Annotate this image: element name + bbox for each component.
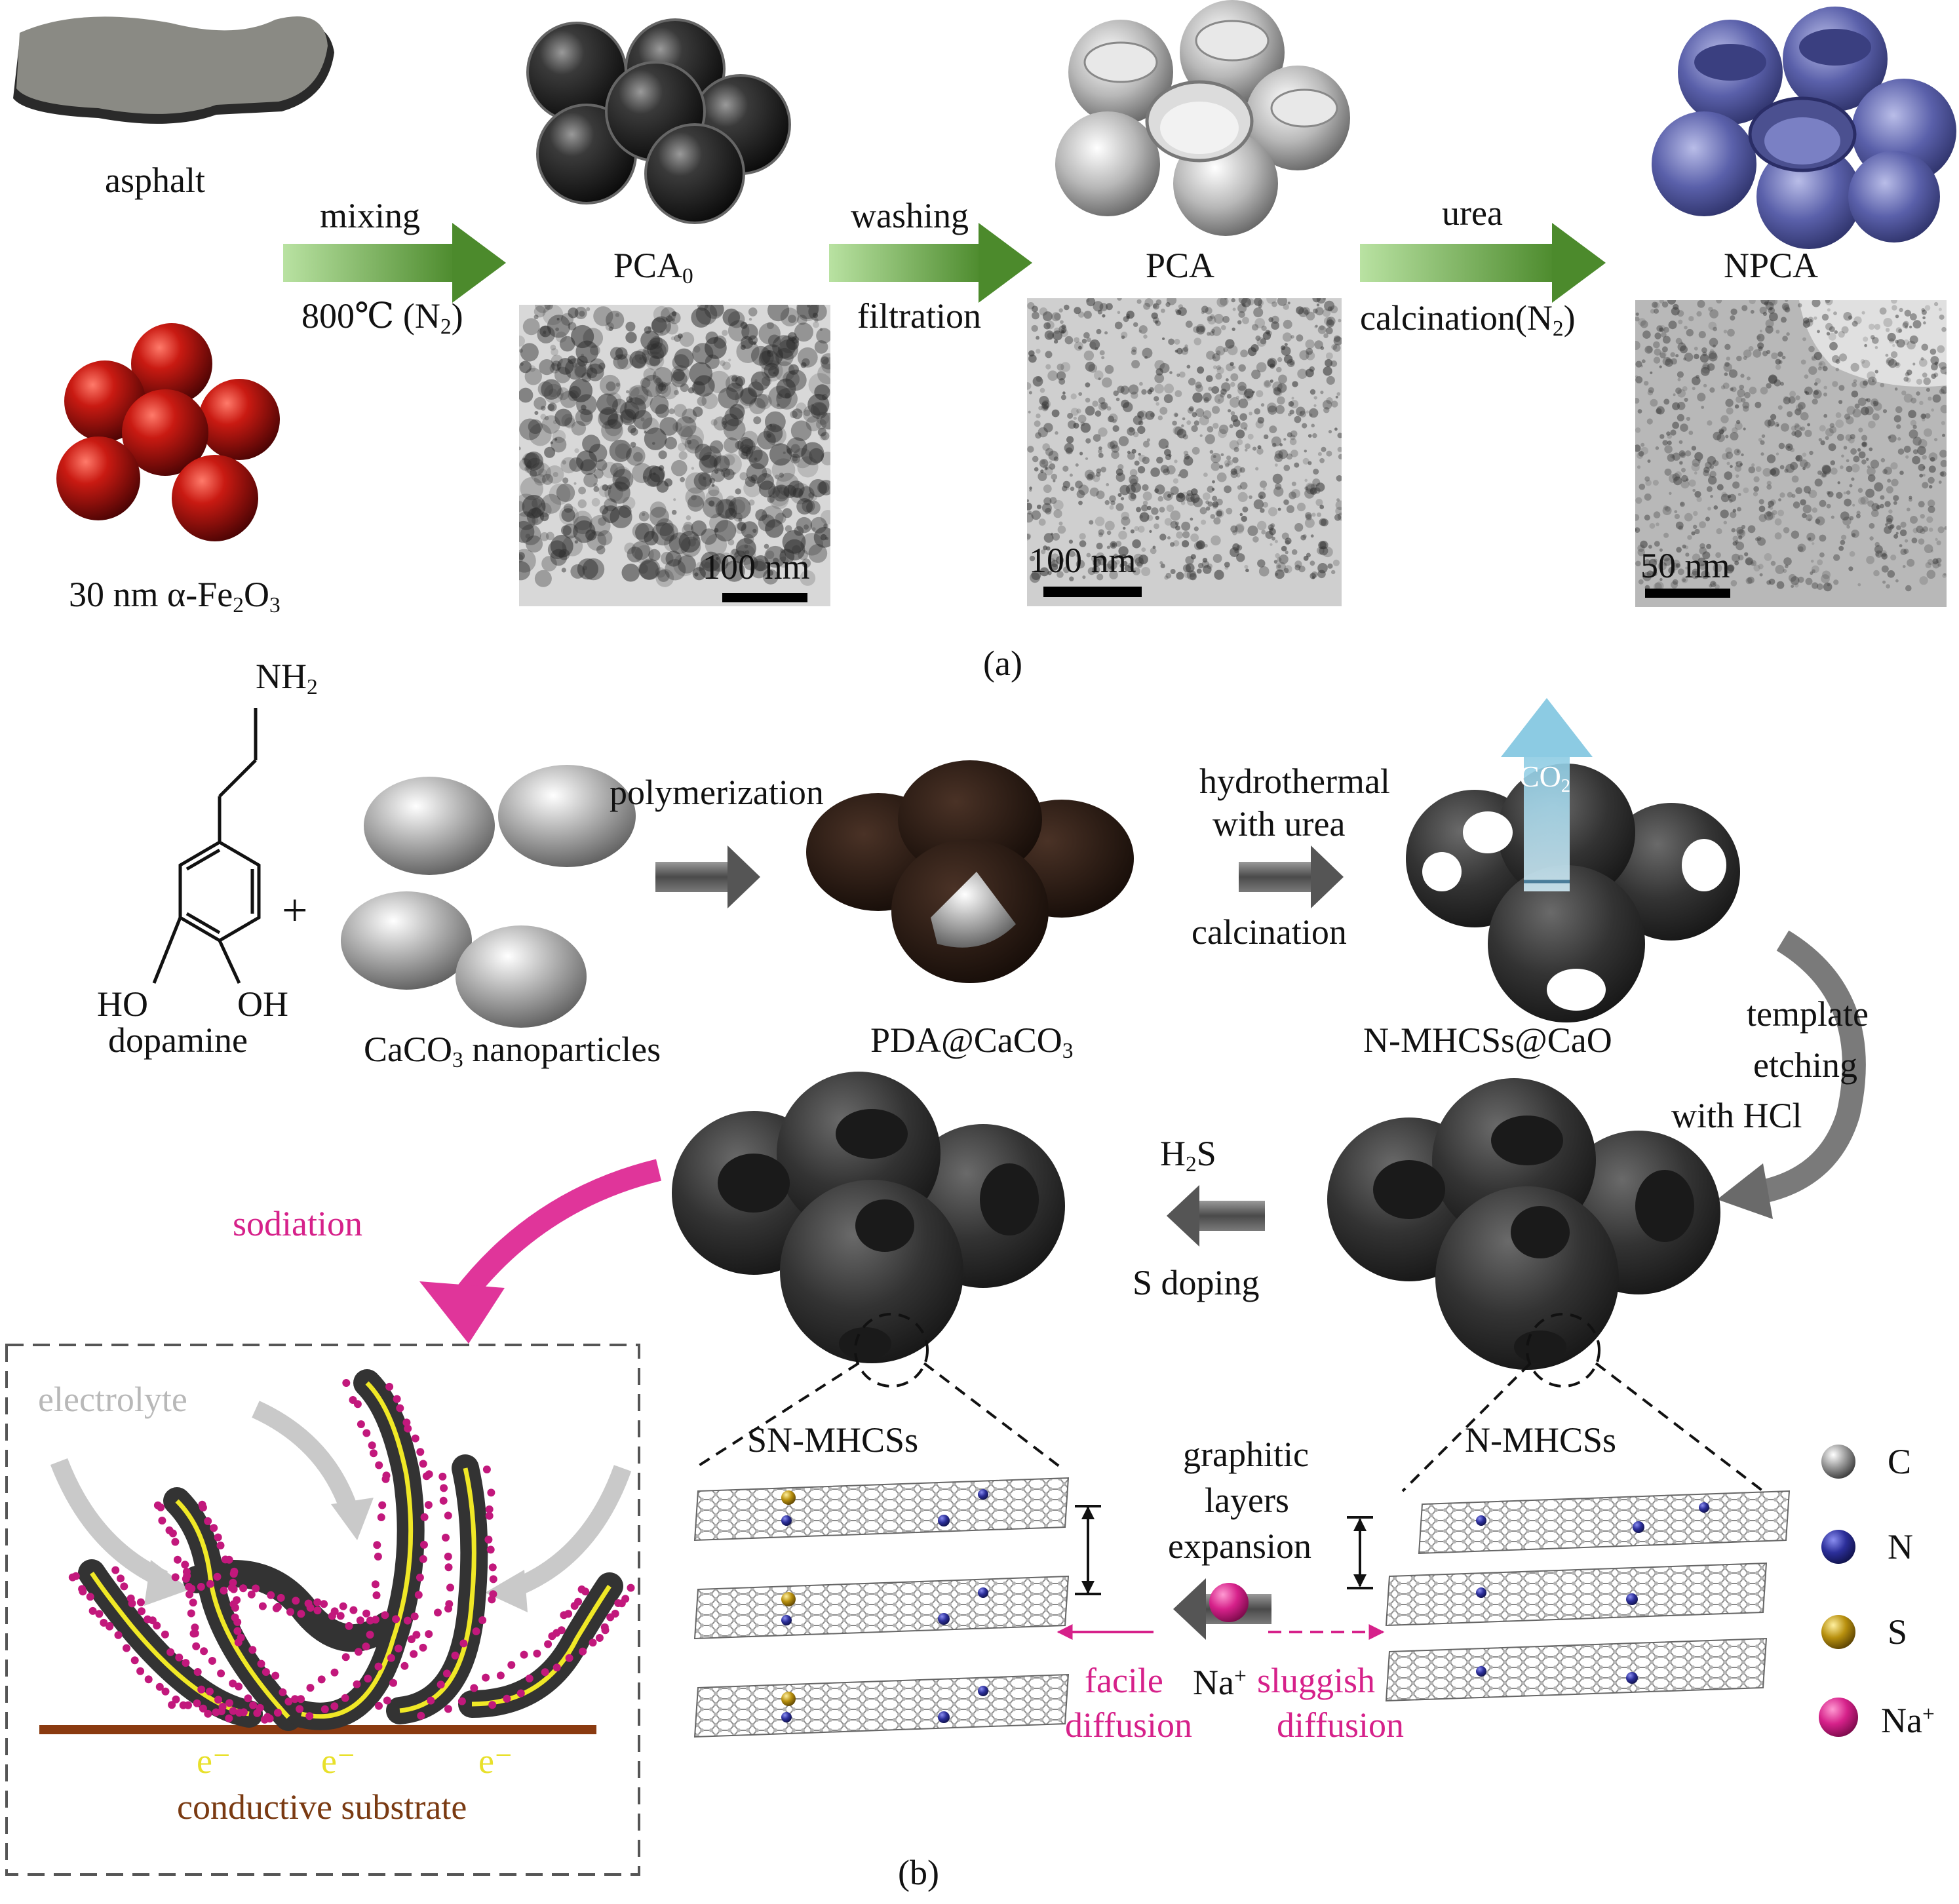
label-facile: facile [1085, 1661, 1163, 1700]
label-electrolyte: electrolyte [38, 1380, 187, 1419]
grey-arrow-s-doping [1167, 1185, 1265, 1247]
label-fe2o3: 30 nm α-Fe2O3 [69, 575, 281, 618]
green-arrow-mixing [283, 223, 506, 303]
label-sodiation: sodiation [233, 1204, 362, 1243]
legend-s-sphere [1821, 1615, 1855, 1649]
scale-bar-pca0: 100 nm [703, 547, 810, 587]
label-na-ion: Na+ [1193, 1663, 1247, 1702]
label-layers: layers [1205, 1481, 1289, 1520]
sn-mhcss-particle [672, 1072, 1065, 1363]
caption-b: (b) [898, 1853, 939, 1892]
label-with-hcl: with HCl [1671, 1096, 1802, 1135]
legend-n-sphere [1821, 1530, 1855, 1564]
label-nh2: NH2 [256, 657, 318, 700]
n-mhcss-particle [1327, 1078, 1720, 1370]
label-sn-mhcss: SN-MHCSs [747, 1420, 919, 1460]
caption-a: (a) [983, 644, 1022, 683]
label-expansion: expansion [1168, 1526, 1311, 1566]
label-conductive-substrate: conductive substrate [177, 1787, 467, 1827]
co2-release-arrow [1501, 698, 1593, 891]
label-pca0: PCA0 [613, 246, 693, 289]
electron-paths [90, 1381, 611, 1719]
green-arrow-urea [1360, 223, 1606, 303]
scale-bar-npca: 50 nm [1640, 546, 1730, 585]
label-calcination-n2: calcination(N2) [1360, 298, 1576, 341]
legend-label-na: Na+ [1881, 1701, 1935, 1740]
legend-na-sphere [1819, 1698, 1858, 1737]
asphalt-slab [13, 16, 334, 124]
legend-label-s: S [1888, 1612, 1908, 1652]
tem-image-pca [1027, 298, 1342, 606]
label-sluggish: sluggish [1257, 1661, 1376, 1700]
label-template: template [1747, 994, 1869, 1034]
nmhcs-cao-particle [1406, 764, 1740, 1022]
sn-graphene-layers [693, 1477, 1070, 1738]
label-co2: CO2 [1519, 760, 1571, 796]
npca-hollow-sphere-cluster [1652, 7, 1956, 249]
label-caco3-nanoparticles: CaCO3 nanoparticles [364, 1030, 661, 1073]
sn-layer-spacing [1075, 1505, 1101, 1595]
legend-c-sphere [1821, 1445, 1855, 1479]
label-ho: HO [97, 984, 148, 1024]
label-polymerization: polymerization [610, 773, 824, 812]
scale-bar-pca: 100 nm [1029, 541, 1136, 580]
label-etching: etching [1753, 1045, 1857, 1085]
label-h2s: H2S [1160, 1134, 1216, 1177]
label-with-urea: with urea [1212, 804, 1346, 844]
electrolyte-arrows [50, 1401, 632, 1599]
n-graphene-layers [1385, 1490, 1791, 1702]
grey-arrow-hydrothermal [1239, 845, 1344, 908]
legend-label-c: C [1888, 1442, 1912, 1481]
label-sluggish-diffusion: diffusion [1277, 1705, 1405, 1745]
label-asphalt: asphalt [105, 161, 205, 200]
grey-arrow-polymerization [655, 845, 760, 908]
label-pda-caco3: PDA@CaCO3 [870, 1020, 1074, 1064]
template-etching-arrow [1717, 930, 1866, 1219]
label-800c-n2: 800℃ (N2) [301, 296, 463, 340]
zoom-lines-n [1401, 1313, 1764, 1492]
label-electron-3: e⁻ [478, 1741, 513, 1781]
label-calcination: calcination [1192, 912, 1347, 952]
sodiation-inset [5, 1344, 640, 1876]
label-washing: washing [851, 196, 969, 235]
tem-image-npca [1635, 300, 1947, 607]
label-npca: NPCA [1724, 246, 1819, 285]
label-facile-diffusion: diffusion [1065, 1705, 1193, 1745]
label-filtration: filtration [857, 296, 981, 336]
label-dopamine: dopamine [108, 1020, 248, 1060]
label-graphitic: graphitic [1183, 1435, 1309, 1474]
label-hydrothermal: hydrothermal [1199, 762, 1390, 801]
label-oh: OH [237, 984, 288, 1024]
label-s-doping: S doping [1133, 1263, 1260, 1302]
pca0-sphere-cluster [526, 18, 791, 224]
label-n-mhcss: N-MHCSs [1465, 1420, 1617, 1460]
label-pca: PCA [1146, 246, 1215, 285]
tem-texture-npca [1635, 300, 1947, 607]
na-ion [1209, 1583, 1249, 1622]
sodiation-arrow [419, 1159, 662, 1344]
fe2o3-sphere-cluster [56, 323, 280, 541]
caco3-particle-group [341, 765, 636, 1028]
na-ion-dots [68, 1379, 635, 1724]
legend-label-n: N [1888, 1527, 1913, 1566]
green-arrow-washing [829, 223, 1032, 303]
label-urea: urea [1442, 193, 1503, 233]
dopamine-structure [152, 708, 261, 984]
tem-texture-pca0 [519, 305, 830, 606]
n-layer-spacing [1347, 1516, 1373, 1589]
plus-sign: + [282, 885, 308, 936]
label-mixing: mixing [320, 196, 421, 235]
label-electron-1: e⁻ [197, 1741, 231, 1781]
pda-caco3-particle [806, 760, 1134, 983]
tem-texture-pca [1027, 298, 1342, 606]
pca-hollow-sphere-cluster [1055, 0, 1350, 236]
zoom-lines-sn [693, 1313, 1063, 1469]
label-electron-2: e⁻ [321, 1741, 356, 1781]
tem-image-pca0 [519, 305, 830, 606]
label-nmhcs-cao: N-MHCSs@CaO [1363, 1020, 1612, 1060]
